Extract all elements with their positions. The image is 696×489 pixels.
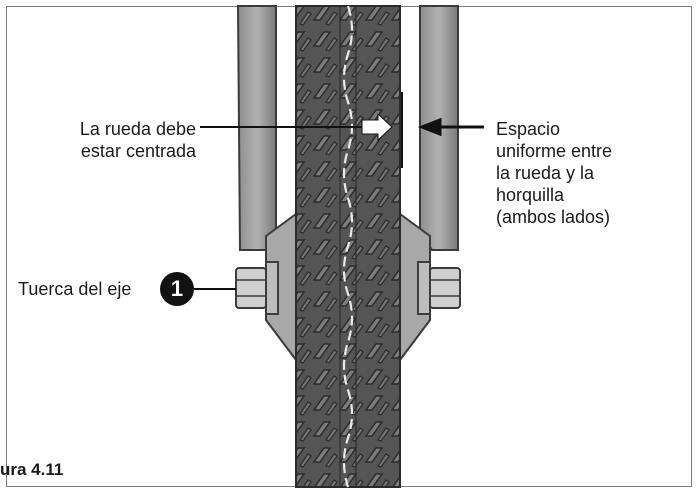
gap-label-line: Espacio [496, 119, 561, 139]
left-axle-nut [235, 261, 279, 315]
wheel-centered-label: La rueda debe estar centrada [26, 118, 196, 162]
wheel-centered-line2: estar centrada [80, 141, 196, 161]
axle-nut-label: Tuerca del eje [18, 279, 132, 299]
tire-center-line [342, 5, 354, 488]
figure-caption: ura 4.11 [0, 460, 64, 479]
gap-label-line: la rueda y la [496, 163, 595, 183]
callout-badge: 1 [160, 272, 194, 306]
gap-arrow [417, 117, 484, 137]
gap-label-line: (ambos lados) [496, 207, 611, 227]
gap-label: Espacio uniforme entre la rueda y la hor… [496, 118, 612, 228]
gap-label-line: uniforme entre [496, 141, 613, 161]
gap-label-line: horquilla [496, 185, 565, 205]
white-arrow [361, 112, 393, 142]
right-axle-nut [417, 261, 461, 315]
wheel-centered-line1: La rueda debe [79, 119, 196, 139]
